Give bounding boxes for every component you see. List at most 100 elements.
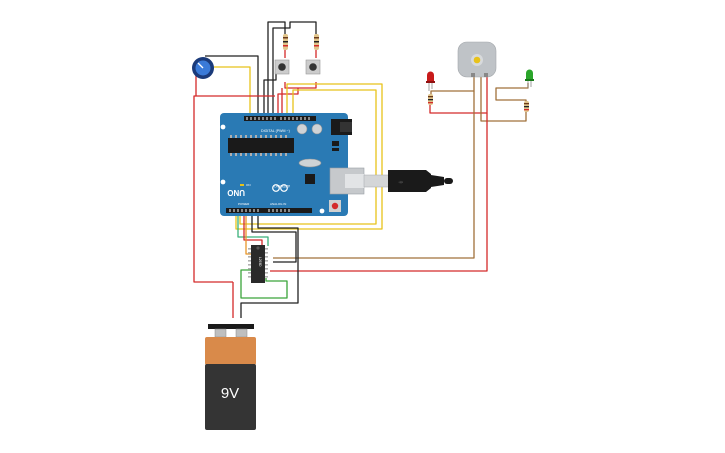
pushbutton-2-cap[interactable]: [309, 63, 317, 71]
usb-cable[interactable]: ⇸: [329, 167, 453, 195]
usb-plug-metal: [363, 174, 391, 188]
crystal: [298, 158, 322, 168]
dc-motor-shaft: [473, 56, 481, 64]
potentiometer[interactable]: [192, 57, 214, 79]
wire-red-pot[interactable]: [195, 75, 275, 97]
led-green[interactable]: [525, 69, 534, 89]
wire-yellow-pot[interactable]: [214, 66, 251, 115]
pushbutton-1[interactable]: [274, 59, 290, 75]
wire-black-chip-2[interactable]: [240, 215, 299, 318]
resistor-2[interactable]: [314, 34, 319, 50]
battery-9v[interactable]: 9V: [205, 324, 256, 430]
wire-teal-chip[interactable]: [237, 215, 269, 246]
wire-brown-motor-1[interactable]: [430, 75, 475, 98]
resistor-2-band: [314, 45, 319, 47]
capacitor: [296, 123, 308, 135]
power-jack-inner: [340, 122, 352, 132]
reset-button[interactable]: [331, 202, 339, 210]
resistor-1-band: [283, 45, 288, 47]
arduino-infinity-logo: [272, 184, 288, 192]
resistor-led-red-band: [428, 102, 433, 104]
wire-orange-chip[interactable]: [245, 215, 251, 255]
motor-driver-chip-pins: [248, 248, 268, 278]
wire-black-pot[interactable]: [205, 55, 259, 115]
wire-brown-motor-3[interactable]: [480, 75, 527, 122]
wire-red-btn[interactable]: [277, 50, 317, 115]
on-led: [240, 184, 244, 186]
smd-component: [332, 148, 339, 151]
on-led-label: ON: [246, 183, 251, 187]
power-section-label: POWER: [238, 202, 250, 206]
svg-text:L293D: L293D: [258, 257, 262, 267]
wire-red-motor-2[interactable]: [429, 75, 488, 114]
dc-motor-terminal: [471, 73, 475, 77]
usb-plug-body: [388, 170, 431, 192]
resistor-led-green-band: [524, 103, 529, 105]
battery-cap: [205, 337, 256, 365]
wire-red-long[interactable]: [270, 113, 488, 272]
usb-cable-wire: [444, 178, 453, 184]
wire-red-left[interactable]: [193, 95, 233, 283]
analog-section-label: ANALOG IN: [270, 202, 286, 206]
potentiometer-indicator: [197, 62, 204, 69]
atmega-chip-pins: [230, 135, 287, 156]
led-green-dome: [526, 69, 533, 80]
resistor-2-band: [314, 37, 319, 39]
digital-header-pins: [246, 117, 310, 120]
resistor-1-band: [283, 41, 288, 43]
resistor-1-band: [283, 37, 288, 39]
battery-body: [205, 364, 256, 430]
mounting-hole: [220, 124, 226, 130]
pushbutton-2[interactable]: [305, 59, 321, 75]
pushbutton-1-cap[interactable]: [278, 63, 286, 71]
wire-black-btn-left[interactable]: [263, 74, 277, 115]
wire-black-top-right[interactable]: [272, 21, 317, 115]
wire-yellow-right-1[interactable]: [235, 83, 383, 230]
usb-b-port-inner: [345, 174, 364, 188]
wire-yellow-right-2[interactable]: [239, 89, 377, 225]
wire-red-chip[interactable]: [243, 215, 263, 246]
motor-driver-chip-label: L293D: [258, 257, 262, 267]
capacitor: [311, 123, 323, 135]
battery-snap-connector: [208, 324, 254, 329]
mounting-hole: [319, 208, 325, 214]
resistor-led-red-band: [428, 99, 433, 101]
motor-driver-chip-body: [251, 245, 265, 283]
battery-snap-terminal: [214, 328, 227, 338]
atmega-chip: [228, 138, 294, 153]
svg-text:UNO: UNO: [227, 188, 245, 197]
usb-chip: [305, 174, 315, 184]
wire-brown-long[interactable]: [273, 91, 475, 259]
motor-driver-chip-notch: [256, 246, 260, 250]
resistor-led-red-band: [428, 96, 433, 98]
led-red-dome: [427, 71, 435, 82]
arduino-logo: UNO: [227, 188, 245, 197]
digital-section-label: DIGITAL (PWM ~): [261, 129, 290, 133]
wires: [193, 21, 529, 318]
battery-label: 9V: [221, 385, 239, 402]
arduino-uno-board[interactable]: DIGITAL (PWM ~) UNO: [220, 113, 352, 216]
led-red-rim: [426, 81, 435, 83]
led-green-rim: [525, 79, 534, 81]
arduino-brand-text: ARDUINO: [274, 184, 290, 188]
resistor-2-band: [314, 41, 319, 43]
mounting-hole: [220, 179, 226, 185]
wire-green-chip[interactable]: [240, 269, 288, 299]
dc-motor-terminal: [484, 73, 488, 77]
resistor-led-green-band: [524, 109, 529, 111]
dc-motor[interactable]: [457, 41, 497, 78]
resistor-led-green[interactable]: [524, 101, 529, 112]
motor-driver-chip[interactable]: L293D: [248, 245, 268, 283]
power-analog-header-pins: [229, 209, 290, 212]
svg-text:ARDUINO: ARDUINO: [274, 184, 290, 188]
resistor-led-green-band: [524, 106, 529, 108]
battery-snap-terminal: [235, 328, 248, 338]
wire-brown-led-green[interactable]: [495, 83, 529, 106]
led-red[interactable]: [426, 71, 435, 92]
resistor-1[interactable]: [283, 34, 288, 50]
usb-logo: ⇸: [398, 179, 403, 186]
smd-component: [332, 141, 339, 146]
wire-black-chip-1[interactable]: [251, 215, 297, 263]
resistor-led-red[interactable]: [428, 94, 433, 105]
